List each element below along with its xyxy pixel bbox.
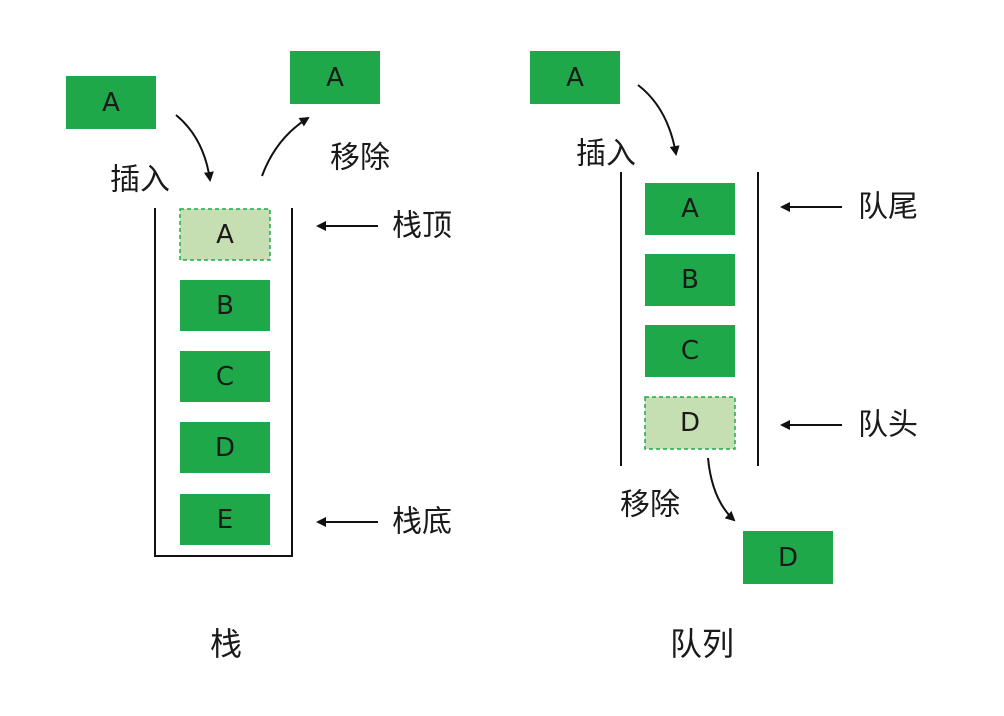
stack-item: C	[180, 351, 270, 402]
stack-item-top: A	[179, 208, 271, 261]
queue-tail-label: 队尾	[858, 190, 918, 225]
stack-bottom-label: 栈底	[392, 505, 452, 540]
stack-insert-arrow	[175, 114, 214, 182]
stack-item-label: A	[216, 220, 234, 250]
queue-insert-box-label: A	[566, 63, 584, 93]
stack-item-label: E	[217, 505, 233, 535]
stack-panel: A A 插入 移除 A B C D	[66, 51, 452, 663]
queue-insert-arrow	[637, 84, 680, 156]
queue-remove-arrow	[707, 457, 736, 522]
queue-item-label: B	[681, 265, 699, 295]
queue-item-head: D	[644, 396, 736, 450]
stack-title: 栈	[210, 625, 242, 663]
queue-insert-label: 插入	[576, 137, 636, 172]
stack-insert-label: 插入	[110, 163, 170, 198]
queue-panel: A 插入 A B C D 队尾 队头 移除 D	[530, 51, 918, 663]
stack-insert-box: A	[66, 76, 156, 129]
queue-head-label: 队头	[858, 408, 918, 443]
queue-item-label: A	[681, 194, 699, 224]
stack-item: B	[180, 280, 270, 331]
queue-title: 队列	[670, 625, 734, 663]
stack-item-label: B	[216, 291, 234, 321]
stack-container	[154, 208, 293, 557]
stack-top-label: 栈顶	[392, 209, 452, 244]
queue-remove-label: 移除	[620, 488, 680, 523]
stack-remove-box: A	[290, 51, 380, 104]
stack-insert-box-label: A	[102, 88, 120, 118]
stack-remove-label: 移除	[330, 141, 390, 176]
queue-item: B	[645, 254, 735, 306]
queue-item-label: D	[680, 408, 700, 438]
stack-remove-arrow	[261, 116, 310, 177]
stack-remove-box-label: A	[326, 63, 344, 93]
queue-remove-box: D	[743, 531, 833, 584]
stack-item: D	[180, 422, 270, 473]
queue-insert-box: A	[530, 51, 620, 104]
queue-item-tail: A	[645, 183, 735, 235]
queue-remove-box-label: D	[778, 543, 798, 573]
stack-item-bottom: E	[180, 494, 270, 545]
queue-item-label: C	[681, 336, 699, 366]
stack-item-label: C	[216, 362, 234, 392]
stack-item-label: D	[215, 433, 235, 463]
queue-item: C	[645, 325, 735, 377]
